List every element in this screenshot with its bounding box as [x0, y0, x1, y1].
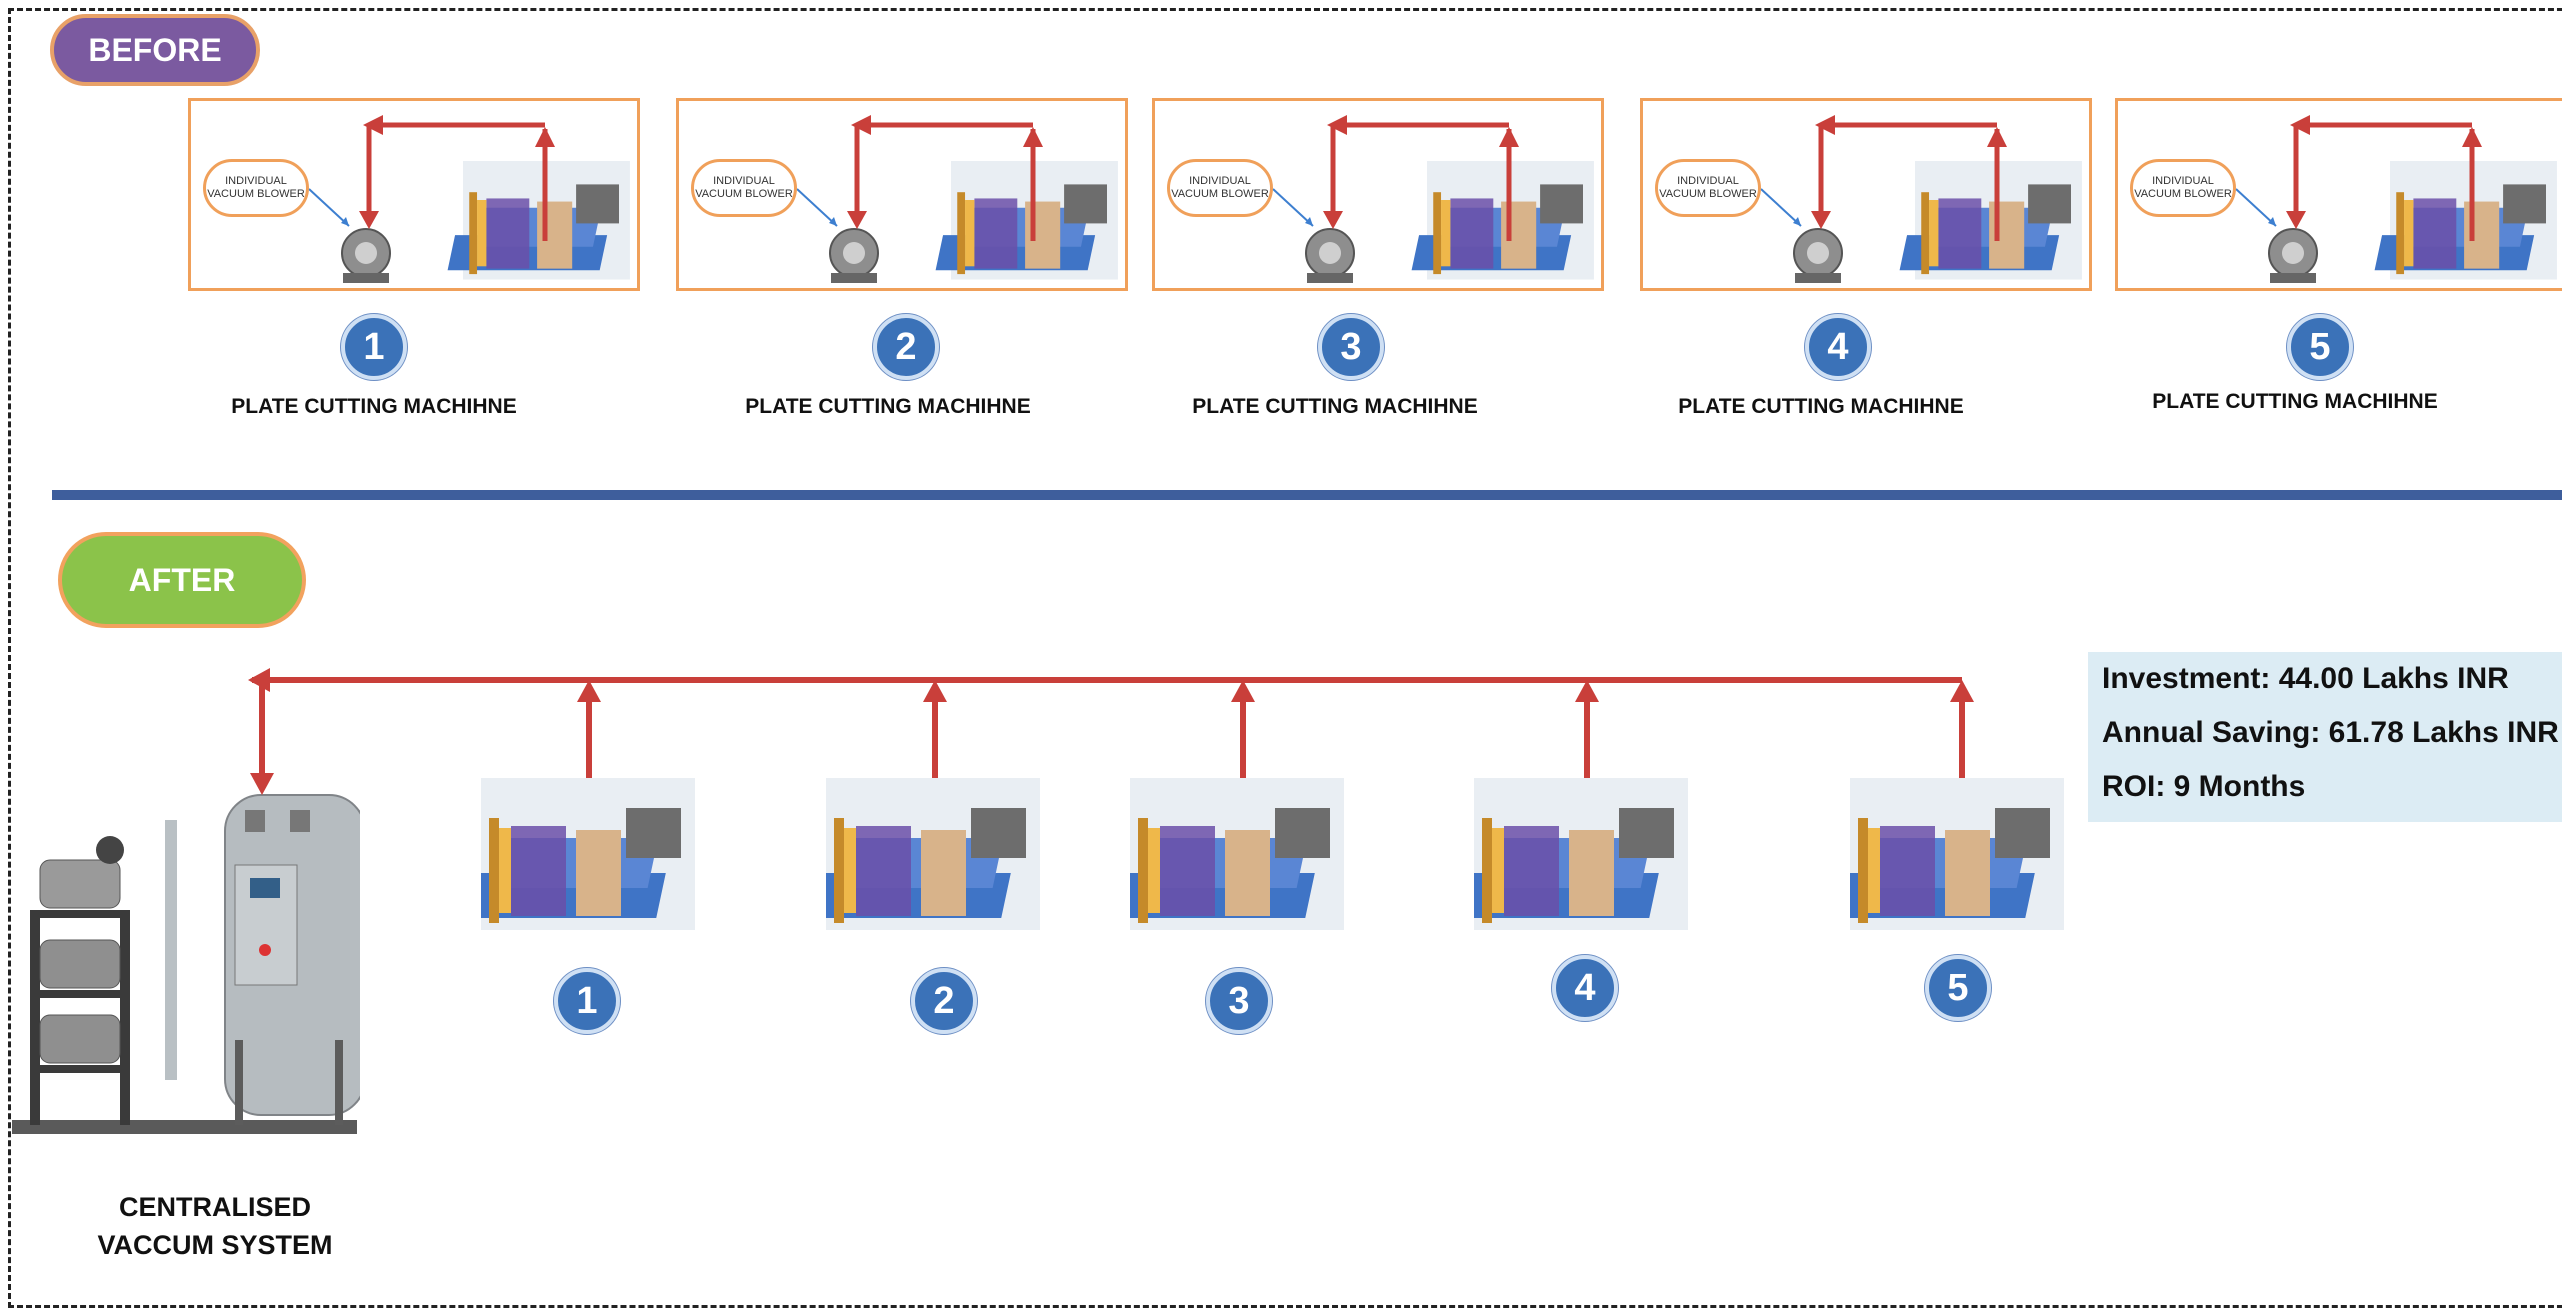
pointer-line [796, 188, 838, 227]
vacuum-blower-label: INDIVIDUAL VACUUM BLOWER [1655, 159, 1761, 217]
after-machine-image-1 [481, 778, 695, 930]
machine-art [481, 778, 695, 930]
before-caption-5: PLATE CUTTING MACHIHNE [2152, 390, 2438, 413]
before-machine-box-4: INDIVIDUAL VACUUM BLOWER [1640, 98, 2092, 291]
blower-icon [341, 228, 391, 283]
before-caption-1: PLATE CUTTING MACHIHNE [231, 395, 517, 418]
before-diagram-2 [796, 115, 1118, 283]
centralised-vacuum-caption: CENTRALISED VACCUM SYSTEM [80, 1188, 350, 1264]
vacuum-blower-label: INDIVIDUAL VACUUM BLOWER [203, 159, 309, 217]
pointer-line [1760, 188, 1802, 227]
before-machine-box-5: INDIVIDUAL VACUUM BLOWER [2115, 98, 2562, 291]
pointer-line [308, 188, 350, 227]
after-machine-image-5 [1850, 778, 2064, 930]
after-machine-image-3 [1130, 778, 1344, 930]
before-number-badge-4: 4 [1805, 314, 1871, 380]
central-caption-line-2: VACCUM SYSTEM [97, 1230, 333, 1260]
after-number-badge-1: 1 [554, 968, 620, 1034]
pointer-line [1272, 188, 1314, 227]
blower-icon [2268, 228, 2318, 283]
section-divider [52, 490, 2562, 500]
investment-text: Investment: 44.00 Lakhs INR [2102, 662, 2509, 695]
machine-art [1474, 778, 1688, 930]
before-number-badge-3: 3 [1318, 314, 1384, 380]
machine-art [1411, 161, 1594, 280]
pointer-line [2235, 188, 2277, 227]
machine-art [826, 778, 1040, 930]
machine-art [1850, 778, 2064, 930]
blower-icon [1793, 228, 1843, 283]
after-machine-image-2 [826, 778, 1040, 930]
blower-icon [829, 228, 879, 283]
vacuum-blower-label: INDIVIDUAL VACUUM BLOWER [1167, 159, 1273, 217]
after-machine-image-4 [1474, 778, 1688, 930]
vacuum-blower-label: INDIVIDUAL VACUUM BLOWER [691, 159, 797, 217]
machine-art [1130, 778, 1344, 930]
machine-art [447, 161, 630, 280]
after-number-badge-2: 2 [911, 968, 977, 1034]
machine-art [2374, 161, 2557, 280]
machine-art [935, 161, 1118, 280]
after-number-badge-5: 5 [1925, 955, 1991, 1021]
vacuum-blower-label: INDIVIDUAL VACUUM BLOWER [2130, 159, 2236, 217]
after-number-badge-3: 3 [1206, 968, 1272, 1034]
before-caption-2: PLATE CUTTING MACHIHNE [745, 395, 1031, 418]
before-number-badge-5: 5 [2287, 314, 2353, 380]
before-label: BEFORE [50, 14, 260, 86]
before-caption-3: PLATE CUTTING MACHIHNE [1192, 395, 1478, 418]
blower-icon [1305, 228, 1355, 283]
before-number-badge-1: 1 [341, 314, 407, 380]
after-label: AFTER [58, 532, 306, 628]
central-caption-line-1: CENTRALISED [118, 1192, 311, 1222]
roi-text: ROI: 9 Months [2102, 770, 2306, 803]
centralised-vacuum-system-image [12, 794, 360, 1134]
before-diagram-1 [308, 115, 630, 283]
after-number-badge-4: 4 [1552, 955, 1618, 1021]
before-number-badge-2: 2 [873, 314, 939, 380]
annual-saving-text: Annual Saving: 61.78 Lakhs INR [2102, 716, 2559, 749]
before-machine-box-3: INDIVIDUAL VACUUM BLOWER [1152, 98, 1604, 291]
before-machine-box-1: INDIVIDUAL VACUUM BLOWER [188, 98, 640, 291]
before-caption-4: PLATE CUTTING MACHIHNE [1678, 395, 1964, 418]
before-diagram-5 [2235, 115, 2557, 283]
machine-art [1899, 161, 2082, 280]
before-diagram-3 [1272, 115, 1594, 283]
before-machine-box-2: INDIVIDUAL VACUUM BLOWER [676, 98, 1128, 291]
savings-info-panel: Investment: 44.00 Lakhs INR Annual Savin… [2088, 652, 2562, 822]
before-diagram-4 [1760, 115, 2082, 283]
